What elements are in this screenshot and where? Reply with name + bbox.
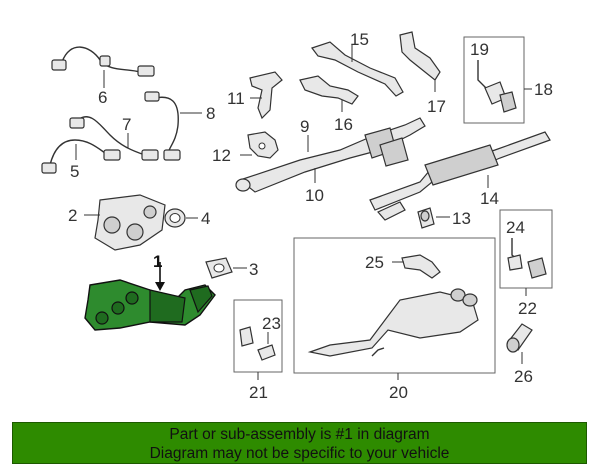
callout-12: 12	[212, 146, 231, 165]
banner-line-1: Part or sub-assembly is #1 in diagram	[169, 426, 430, 443]
part-14-intermediate-pipe[interactable]	[369, 131, 551, 221]
part-6-oxygen-sensor[interactable]	[51, 46, 155, 88]
callout-19: 19	[470, 40, 489, 59]
callout-20: 20	[389, 383, 408, 402]
callout-14: 14	[480, 189, 499, 208]
callout-5: 5	[70, 162, 79, 181]
part-17-bracket[interactable]	[399, 31, 441, 92]
part-19-hanger-clamp[interactable]	[477, 60, 517, 113]
callout-1: 1	[153, 252, 162, 271]
part-5-oxygen-sensor[interactable]	[41, 139, 121, 174]
part-20-muffler[interactable]	[307, 288, 479, 380]
callout-8: 8	[206, 104, 215, 123]
part-1-catalytic-converter-assembly[interactable]	[84, 262, 216, 331]
callout-11: 11	[227, 89, 245, 108]
part-15-hanger-bracket[interactable]	[311, 41, 404, 97]
callout-9: 9	[300, 117, 309, 136]
part-2-exhaust-manifold[interactable]	[84, 194, 166, 251]
part-16-bracket[interactable]	[299, 75, 359, 112]
callout-13: 13	[452, 209, 471, 228]
callout-24: 24	[506, 218, 525, 237]
callout-15: 15	[350, 30, 369, 49]
part-25-hanger[interactable]	[392, 254, 441, 279]
callout-26: 26	[514, 367, 533, 386]
part-26-exhaust-tip[interactable]	[506, 323, 533, 364]
banner-line-2: Diagram may not be specific to your vehi…	[149, 445, 450, 462]
callout-7: 7	[122, 115, 131, 134]
callout-17: 17	[427, 97, 446, 116]
box-part-18	[463, 36, 525, 124]
part-9-front-pipe[interactable]	[235, 117, 426, 193]
part-8-oxygen-sensor[interactable]	[144, 91, 202, 161]
callout-25: 25	[365, 253, 384, 272]
box-part-20	[293, 237, 496, 374]
part-23-clamp[interactable]	[239, 326, 276, 361]
callout-22: 22	[518, 299, 537, 318]
part-24-bracket[interactable]	[507, 238, 547, 279]
part-12-bracket[interactable]	[240, 131, 279, 159]
callout-10: 10	[305, 186, 324, 205]
callout-3: 3	[249, 260, 258, 279]
notice-banner: Part or sub-assembly is #1 in diagram Di…	[12, 422, 587, 464]
callout-4: 4	[201, 209, 210, 228]
callout-18: 18	[534, 80, 553, 99]
callout-6: 6	[98, 88, 107, 107]
part-4-gasket[interactable]	[164, 208, 198, 228]
callout-16: 16	[334, 115, 353, 134]
part-7-oxygen-sensor[interactable]	[69, 116, 159, 161]
callout-23: 23	[262, 314, 281, 333]
callout-21: 21	[249, 383, 268, 402]
part-11-bracket[interactable]	[249, 71, 283, 120]
callout-2: 2	[68, 206, 77, 225]
part-13-hanger[interactable]	[417, 207, 450, 229]
part-3-gasket[interactable]	[205, 257, 247, 279]
